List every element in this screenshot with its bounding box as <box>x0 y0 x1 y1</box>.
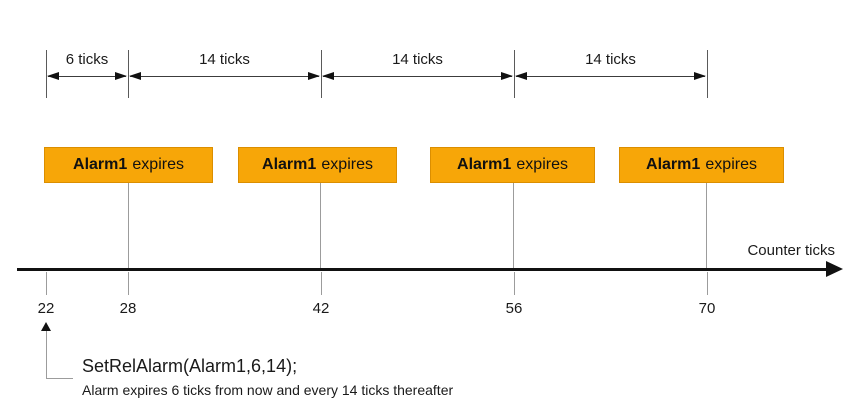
setrelalarm-code-text: SetRelAlarm(Alarm1,6,14); <box>82 356 298 376</box>
dimension-span-14-ticks: 14 ticks <box>514 50 707 98</box>
arrowhead-left-icon <box>129 72 141 80</box>
alarm-expires-box: Alarm1 expires <box>430 147 595 183</box>
alarm-expires-text: expires <box>321 156 373 173</box>
axis-tick <box>707 272 708 295</box>
dimension-boundary-line <box>46 50 47 98</box>
arrowhead-right-icon <box>308 72 320 80</box>
box-connector-line <box>128 183 129 268</box>
dimension-label: 6 ticks <box>65 51 109 68</box>
box-connector-line <box>320 183 321 268</box>
dimension-line <box>130 76 319 77</box>
dimension-boundary-line <box>128 50 129 98</box>
dimension-line <box>48 76 126 77</box>
dimension-line <box>323 76 512 77</box>
axis-arrowhead-icon <box>826 261 843 277</box>
arrowhead-left-icon <box>47 72 59 80</box>
alarm-expires-box: Alarm1 expires <box>44 147 213 183</box>
dimension-boundary-line <box>707 50 708 98</box>
dimension-boundary-line <box>514 50 515 98</box>
tick-label-22: 22 <box>37 300 55 317</box>
arrowhead-right-icon <box>694 72 706 80</box>
axis-tick <box>46 272 47 295</box>
dimension-label: 14 ticks <box>585 51 636 68</box>
timeline-axis <box>17 268 826 271</box>
alarm-description-text: Alarm expires 6 ticks from now and every… <box>82 382 454 398</box>
tick-label-42: 42 <box>312 300 330 317</box>
dimension-boundary-line <box>321 50 322 98</box>
axis-tick <box>128 272 129 295</box>
box-connector-line <box>513 183 514 268</box>
dimension-span-14-ticks: 14 ticks <box>128 50 321 98</box>
dimension-span-6-ticks: 6 ticks <box>46 50 128 98</box>
alarm-expires-text: expires <box>132 156 184 173</box>
axis-tick <box>321 272 322 295</box>
dimension-span-14-ticks: 14 ticks <box>321 50 514 98</box>
alarm-expires-text: expires <box>705 156 757 173</box>
tick-label-56: 56 <box>505 300 523 317</box>
dimension-label: 14 ticks <box>199 51 250 68</box>
dimension-label: 14 ticks <box>392 51 443 68</box>
axis-tick <box>514 272 515 295</box>
arrowhead-left-icon <box>515 72 527 80</box>
arrowhead-right-icon <box>501 72 513 80</box>
axis-label: Counter ticks <box>747 242 835 259</box>
alarm-expires-box: Alarm1 expires <box>619 147 784 183</box>
callout-up-arrowhead-icon <box>41 322 51 331</box>
alarm-name: Alarm1 <box>457 156 512 173</box>
tick-label-28: 28 <box>119 300 137 317</box>
arrowhead-right-icon <box>115 72 127 80</box>
arrowhead-left-icon <box>322 72 334 80</box>
alarm-expires-box: Alarm1 expires <box>238 147 397 183</box>
alarm-name: Alarm1 <box>73 156 128 173</box>
box-connector-line <box>706 183 707 268</box>
alarm-name: Alarm1 <box>262 156 317 173</box>
callout-elbow-vertical-line <box>46 331 47 378</box>
alarm-expires-text: expires <box>516 156 568 173</box>
callout-elbow-horizontal-line <box>46 378 73 379</box>
tick-label-70: 70 <box>698 300 716 317</box>
dimension-line <box>516 76 705 77</box>
alarm-name: Alarm1 <box>646 156 701 173</box>
